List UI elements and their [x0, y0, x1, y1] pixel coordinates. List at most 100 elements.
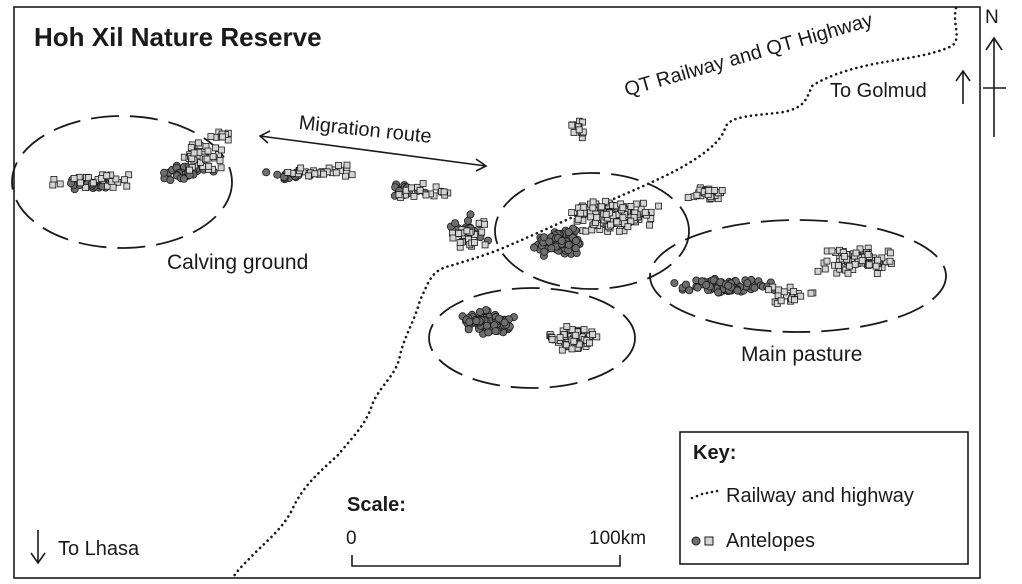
antelope-square-marker: [873, 270, 881, 278]
antelope-square-marker: [563, 323, 571, 330]
calving-ground-label: Calving ground: [167, 251, 309, 274]
to-lhasa-label: To Lhasa: [58, 538, 140, 560]
antelope-square-marker: [786, 283, 794, 291]
key-antelopes-label: Antelopes: [726, 530, 815, 552]
antelope-square-marker: [846, 262, 853, 270]
antelope-square-marker: [186, 166, 193, 174]
antelope-circle-marker: [750, 283, 759, 292]
antelope-square-marker: [874, 256, 882, 264]
antelope-square-marker: [343, 161, 351, 169]
antelope-circle-marker: [262, 168, 271, 177]
antelope-square-marker: [624, 223, 632, 231]
antelope-square-marker: [580, 326, 588, 334]
main-pasture-ellipse: [649, 219, 947, 333]
antelope-circle-marker: [714, 288, 723, 297]
antelope-square-marker: [478, 228, 486, 236]
antelope-square-marker: [548, 336, 556, 343]
antelope-circle-marker: [571, 236, 580, 245]
antelope-square-marker: [602, 210, 610, 218]
antelope-square-marker: [194, 139, 202, 147]
antelope-square-marker: [568, 345, 576, 353]
antelope-circle-marker: [733, 286, 742, 295]
antelope-circle-marker: [693, 283, 702, 292]
antelope-square-marker: [627, 202, 635, 210]
antelope-square-marker: [471, 239, 479, 246]
antelope-square-marker: [615, 227, 623, 235]
antelope-square-marker: [593, 213, 601, 221]
antelope-square-marker: [481, 220, 489, 228]
antelope-square-marker: [797, 292, 805, 300]
antelope-circle-marker: [743, 279, 752, 288]
antelope-square-marker: [821, 265, 829, 273]
antelope-circle-marker: [571, 244, 580, 253]
antelope-square-marker: [646, 221, 653, 229]
key-box: [679, 431, 969, 565]
antelope-square-marker: [887, 249, 894, 257]
antelope-square-marker: [463, 227, 471, 235]
calving-ground-ellipse: [11, 115, 233, 249]
scale-title: Scale:: [347, 494, 406, 516]
antelope-square-marker: [335, 162, 342, 169]
antelope-square-marker: [765, 286, 772, 294]
antelope-square-marker: [56, 180, 64, 188]
antelope-square-marker: [407, 184, 415, 192]
antelope-square-marker: [563, 341, 570, 349]
north-label: N: [985, 7, 999, 28]
antelope-square-marker: [109, 183, 117, 191]
antelope-square-marker: [577, 209, 585, 217]
antelope-square-marker: [589, 204, 597, 212]
antelope-square-marker: [568, 121, 576, 129]
scale-bar: [351, 555, 621, 567]
antelope-square-marker: [207, 133, 215, 141]
north-arrow-icon: [983, 36, 1006, 137]
main-pasture-label: Main pasture: [741, 343, 863, 366]
antelope-square-marker: [82, 184, 89, 191]
antelope-square-marker: [711, 186, 718, 194]
antelope-square-marker: [570, 337, 578, 345]
antelope-square-marker: [568, 209, 576, 217]
antelope-circle-marker: [724, 281, 733, 290]
scale-end: 100km: [589, 528, 646, 550]
antelope-circle-marker: [545, 237, 554, 246]
antelope-square-marker: [852, 249, 860, 257]
antelope-square-marker: [613, 218, 621, 226]
south-ellipse: [428, 287, 636, 389]
antelope-square-marker: [582, 227, 590, 235]
antelope-circle-marker: [273, 170, 282, 179]
key-antelope-square-icon: [704, 536, 714, 546]
antelope-square-marker: [419, 180, 427, 187]
antelope-square-marker: [572, 331, 580, 339]
antelope-square-marker: [103, 172, 111, 180]
central-ellipse: [494, 172, 690, 290]
antelope-square-marker: [212, 144, 220, 152]
antelope-circle-marker: [557, 236, 566, 245]
antelope-circle-marker: [540, 247, 549, 256]
antelope-square-marker: [865, 261, 873, 269]
antelope-square-marker: [190, 149, 198, 157]
antelope-square-marker: [589, 198, 597, 206]
antelope-circle-marker: [166, 175, 175, 184]
antelope-square-marker: [70, 174, 78, 182]
antelope-square-marker: [216, 156, 224, 164]
antelope-square-marker: [718, 186, 726, 194]
antelope-square-marker: [872, 262, 880, 270]
antelope-square-marker: [85, 174, 92, 182]
scale-start: 0: [346, 528, 357, 549]
antelope-square-marker: [217, 164, 225, 172]
antelope-square-marker: [481, 241, 489, 249]
antelope-square-marker: [410, 192, 418, 200]
antelope-square-marker: [586, 339, 593, 347]
antelope-square-marker: [125, 171, 133, 179]
antelope-square-marker: [574, 215, 582, 223]
antelope-square-marker: [684, 194, 692, 202]
antelope-circle-marker: [466, 210, 475, 219]
antelope-square-marker: [89, 179, 97, 187]
antelope-square-marker: [858, 257, 866, 265]
antelope-circle-marker: [475, 307, 484, 316]
antelope-square-marker: [775, 286, 783, 294]
antelope-square-marker: [422, 191, 430, 199]
antelope-circle-marker: [482, 321, 491, 330]
antelope-circle-marker: [465, 317, 474, 326]
antelope-square-marker: [297, 164, 305, 172]
